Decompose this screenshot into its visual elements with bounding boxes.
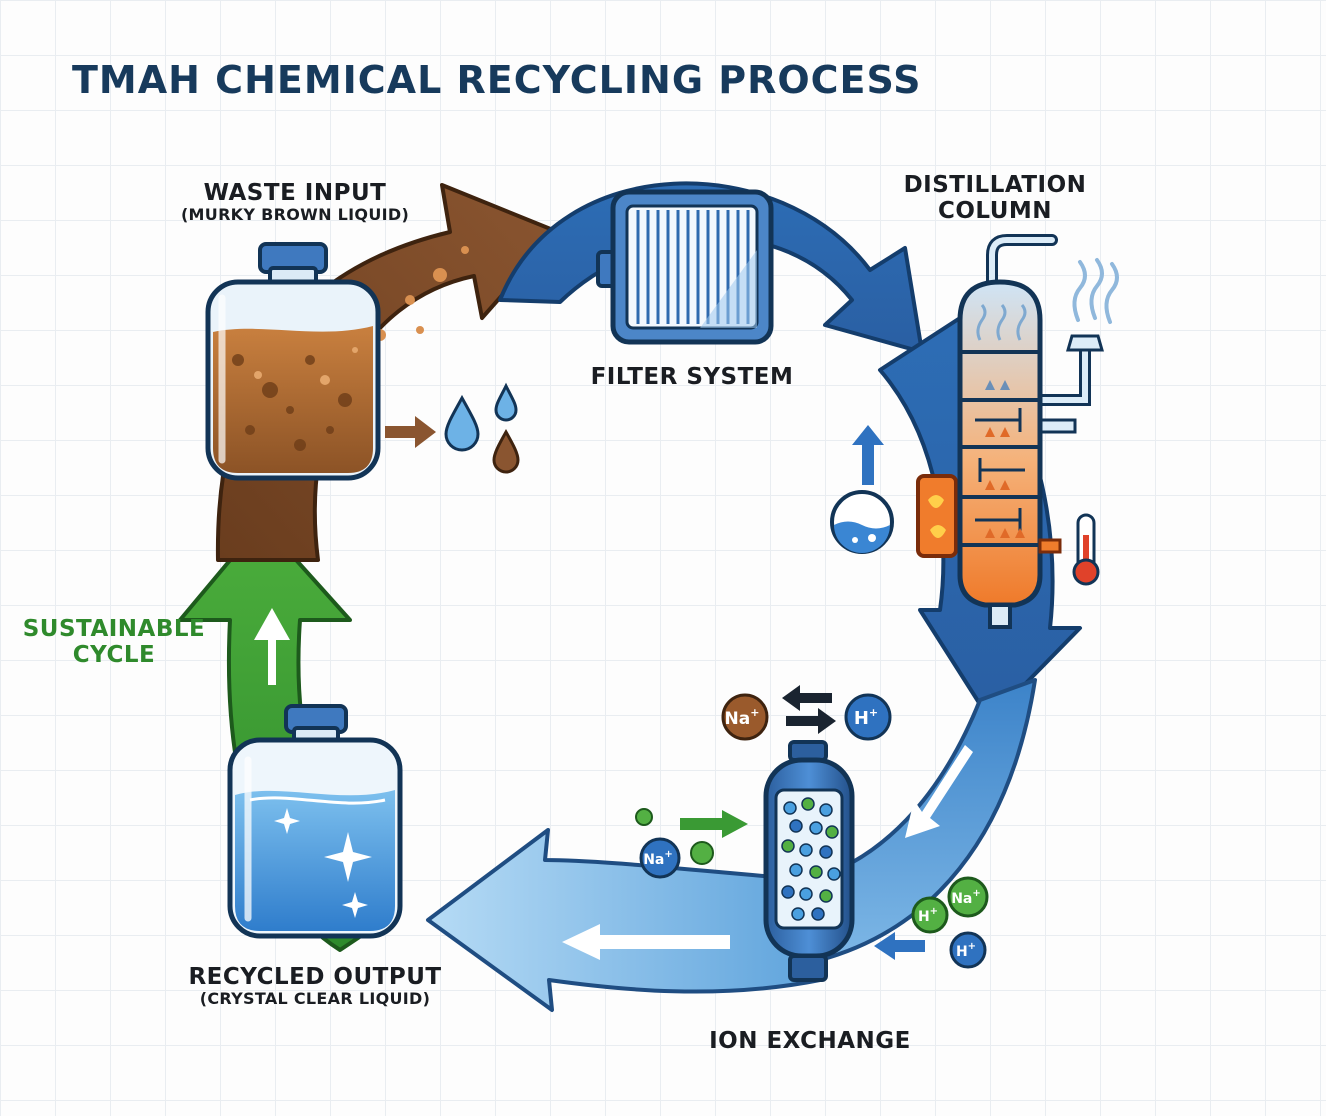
light-blue-inner-arrow: [562, 924, 730, 960]
sustainable-cycle-label: SUSTAINABLE CYCLE: [14, 616, 214, 669]
page-title: TMAH CHEMICAL RECYCLING PROCESS: [72, 58, 922, 102]
ion-charge: +: [869, 706, 878, 719]
ion-exchange-title: ION EXCHANGE: [709, 1028, 911, 1054]
svg-text:H+: H+: [918, 906, 938, 925]
waste-jug-icon: [205, 242, 381, 481]
exchange-arrows: [782, 685, 836, 734]
green-inflow-arrow: [680, 810, 748, 838]
droplet-icon: [444, 382, 520, 474]
distillation-title-line2: COLUMN: [937, 198, 1053, 225]
waste-input-title: WASTE INPUT: [203, 180, 387, 206]
ion-badge-h-right-2: H+: [949, 931, 987, 969]
ion-charge: +: [750, 706, 759, 719]
light-blue-flow-arrow: [426, 828, 822, 1012]
recycled-output-title: RECYCLED OUTPUT: [188, 964, 442, 990]
heat-pipe: [1038, 538, 1062, 554]
green-inner-arrow: [254, 608, 290, 685]
filter-icon: [596, 189, 774, 345]
ion-symbol: H: [854, 708, 869, 729]
ion-exchange-label: ION EXCHANGE: [690, 1028, 930, 1054]
steam-icon: [1072, 258, 1119, 324]
clean-jug-icon: [227, 704, 403, 939]
ion-badge-na-top: Na+: [721, 693, 769, 741]
small-brown-arrow: [385, 416, 436, 448]
ion-charge: +: [972, 888, 980, 899]
thermometer-icon: [1072, 513, 1100, 586]
distillation-column-icon: [916, 234, 1104, 629]
ion-symbol: Na: [951, 891, 972, 907]
filter-system-title: FILTER SYSTEM: [590, 364, 794, 390]
ion-badge-na-left: Na+: [639, 837, 681, 879]
distillation-column-label: DISTILLATION COLUMN: [895, 172, 1095, 225]
waste-input-subtitle: (MURKY BROWN LIQUID): [180, 205, 410, 225]
cycle-title-line2: CYCLE: [72, 642, 156, 669]
ion-charge: +: [664, 849, 672, 860]
recycled-output-subtitle: (CRYSTAL CLEAR LIQUID): [199, 989, 431, 1009]
cycle-title-line1: SUSTAINABLE: [22, 616, 206, 642]
filter-system-label: FILTER SYSTEM: [582, 364, 802, 390]
ion-charge: +: [968, 941, 976, 952]
distillation-title-line1: DISTILLATION: [903, 172, 1087, 198]
recycled-output-label: RECYCLED OUTPUT (CRYSTAL CLEAR LIQUID): [170, 964, 460, 1009]
ion-badge-h-top: H+: [844, 693, 892, 741]
green-particles-left: [635, 808, 714, 865]
ion-exchange-cartridge-icon: [763, 740, 855, 982]
ion-symbol: H: [918, 909, 930, 925]
ion-symbol: Na: [725, 709, 751, 729]
svg-text:Na+: Na+: [951, 888, 981, 907]
waste-input-label: WASTE INPUT (MURKY BROWN LIQUID): [160, 180, 430, 225]
blue-inflow-arrow: [874, 932, 925, 960]
blue-inner-arrow: [905, 745, 973, 838]
svg-text:H+: H+: [854, 706, 878, 729]
svg-text:H+: H+: [956, 941, 976, 960]
ion-charge: +: [930, 906, 938, 917]
svg-text:Na+: Na+: [643, 849, 673, 868]
ion-symbol: H: [956, 944, 968, 960]
ion-badge-na-right: Na+: [947, 876, 989, 918]
ion-badge-h-right-1: H+: [911, 896, 949, 934]
ion-symbol: Na: [643, 852, 664, 868]
flask-icon: [830, 425, 894, 554]
svg-text:Na+: Na+: [725, 706, 760, 729]
